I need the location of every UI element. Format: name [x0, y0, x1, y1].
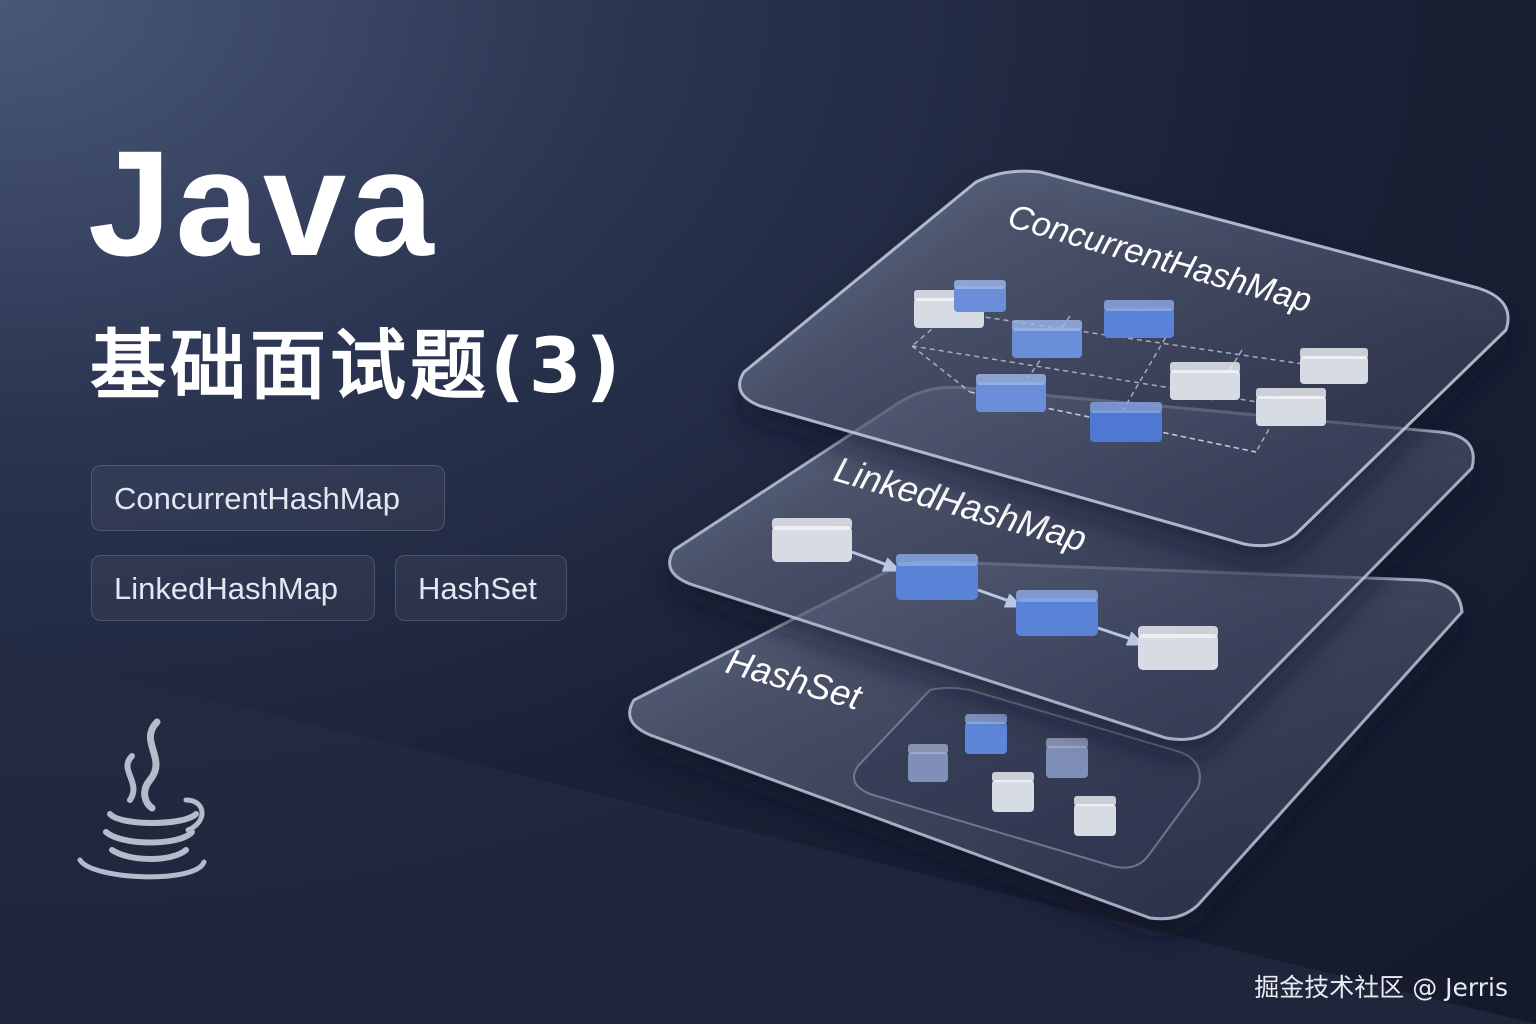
hashset-cubes: [908, 714, 1116, 836]
tag-linkedhashmap: LinkedHashMap: [91, 555, 375, 621]
tag-concurrenthashmap: ConcurrentHashMap: [91, 465, 445, 531]
page-subtitle: 基础面试题(3): [90, 321, 625, 410]
concurrenthashmap-grid: [911, 280, 1368, 453]
linkedhashmap-chain: [772, 518, 1218, 670]
page-title: Java: [88, 119, 438, 287]
layer-concurrenthashmap: [738, 169, 1510, 564]
tag-hashset: HashSet: [395, 555, 567, 621]
watermark: 掘金技术社区 @ Jerris: [1254, 973, 1508, 1002]
